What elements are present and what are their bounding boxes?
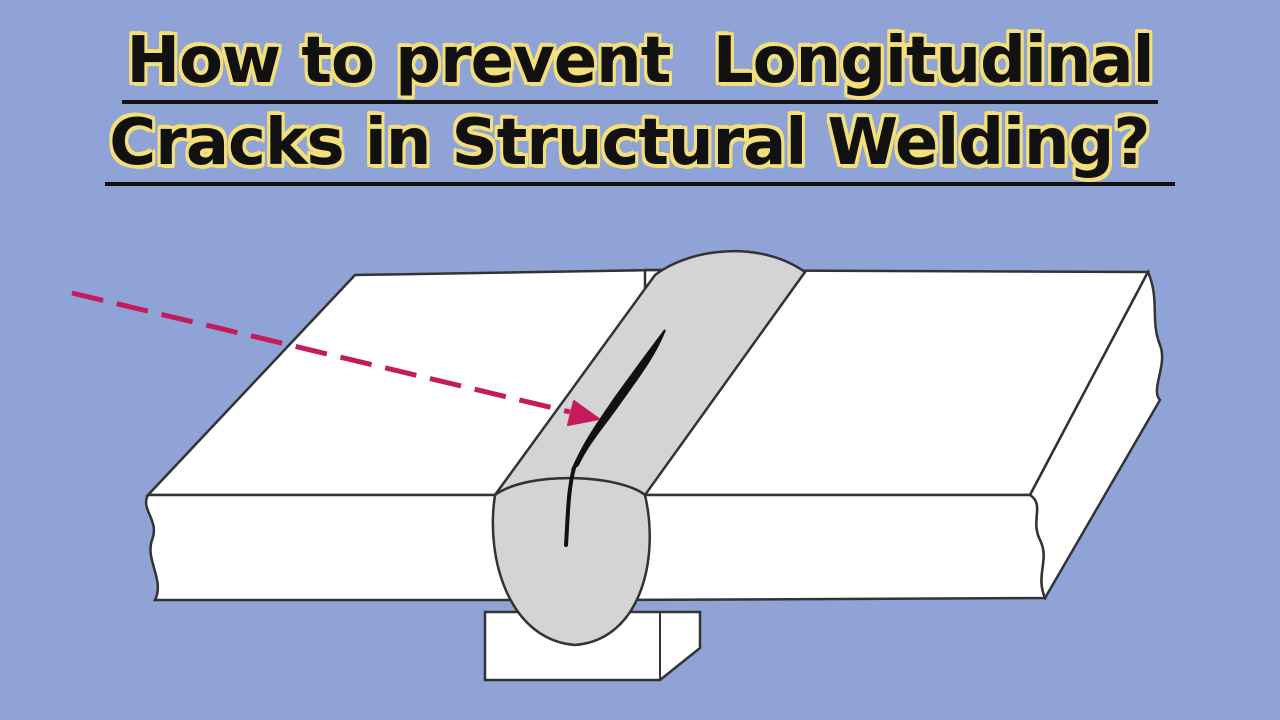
pointer-arrow-head bbox=[567, 400, 600, 426]
crack-depth-line bbox=[564, 466, 576, 547]
title-line-2: Cracks in Structural Welding? bbox=[105, 104, 1175, 186]
pointer-arrow-shaft bbox=[71, 290, 571, 415]
left-plate-front bbox=[144, 493, 522, 602]
weld-cross-section bbox=[491, 476, 651, 647]
title-line-1: How to prevent Longitudinal bbox=[122, 22, 1158, 104]
title-block: How to prevent Longitudinal Cracks in St… bbox=[0, 22, 1280, 186]
right-plate-front bbox=[618, 493, 1047, 602]
